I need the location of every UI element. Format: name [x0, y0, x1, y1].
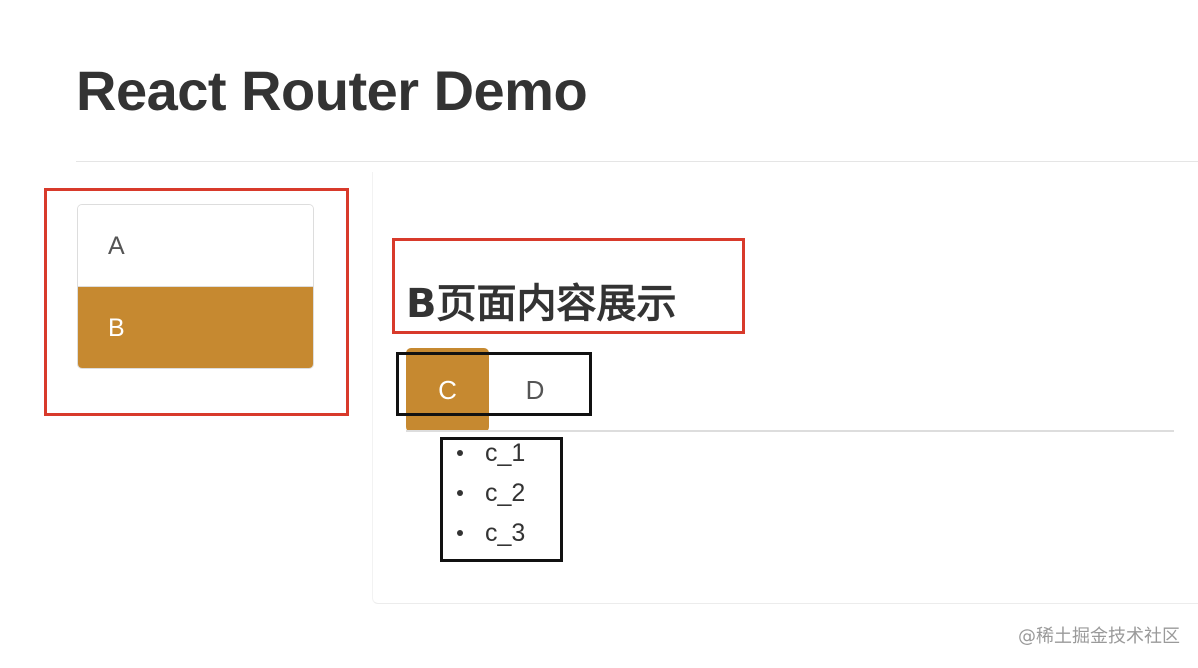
sidebar-nav: A B	[77, 204, 314, 369]
sub-list: c_1 c_2 c_3	[452, 436, 525, 556]
list-item: c_1	[452, 436, 525, 476]
list-item: c_2	[452, 476, 525, 516]
bullet-icon	[457, 530, 463, 536]
tab-d[interactable]: D	[525, 375, 545, 405]
list-item: c_3	[452, 516, 525, 556]
list-item-label: c_2	[485, 479, 526, 507]
sidebar-item-a[interactable]: A	[78, 205, 313, 287]
header-divider	[76, 161, 1198, 162]
bullet-icon	[457, 450, 463, 456]
content-heading: B页面内容展示	[406, 281, 677, 327]
page-title: React Router Demo	[76, 59, 588, 122]
list-item-label: c_1	[485, 439, 526, 467]
tab-c[interactable]: C	[406, 348, 489, 432]
watermark: @稀土掘金技术社区	[1018, 626, 1180, 647]
content-panel	[372, 172, 1198, 604]
sidebar-item-b[interactable]: B	[78, 287, 313, 368]
list-item-label: c_3	[485, 519, 526, 547]
tabs-underline	[406, 430, 1174, 432]
bullet-icon	[457, 490, 463, 496]
